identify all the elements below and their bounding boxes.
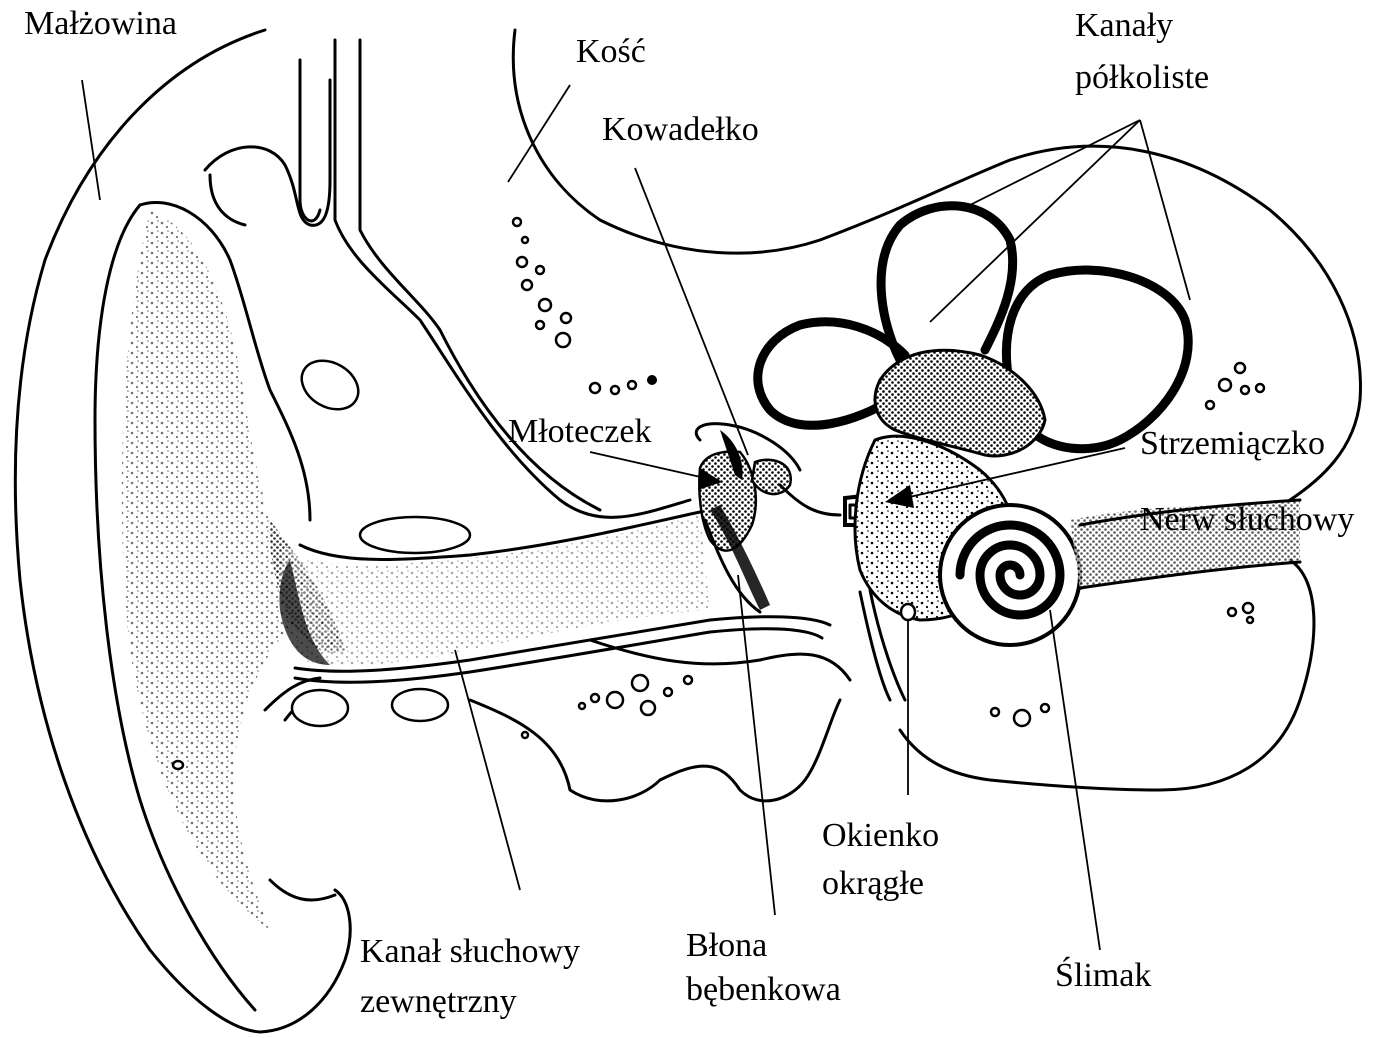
label-kanal-line1: Kanał słuchowy <box>360 930 580 974</box>
label-blona-line1: Błona <box>686 924 767 968</box>
label-kanaly-line1: Kanały <box>1075 4 1173 48</box>
leader-kanal-sluchowy <box>455 650 520 890</box>
label-kanaly-line2: półkoliste <box>1075 56 1209 100</box>
label-strzemiaczko: Strzemiączko <box>1140 422 1325 466</box>
semicircular-canals <box>758 206 1188 456</box>
pinna <box>15 30 350 1032</box>
leader-blona <box>738 575 775 915</box>
label-kanal-line2: zewnętrzny <box>360 980 517 1024</box>
leader-kanaly-1 <box>960 120 1140 210</box>
leader-kanaly-3 <box>1140 120 1190 300</box>
leader-slimak <box>1050 610 1100 950</box>
vestibule-cochlea <box>855 436 1300 700</box>
label-okienko-line2: okrągłe <box>822 862 924 906</box>
label-mloteczek: Młoteczek <box>508 410 652 454</box>
leader-kowadelko <box>635 168 748 455</box>
label-malzowina: Małżowina <box>24 2 177 46</box>
ossicles <box>696 424 872 612</box>
label-kowadelko: Kowadełko <box>602 108 759 152</box>
label-slimak: Ślimak <box>1055 954 1151 998</box>
leader-kanaly-2 <box>930 120 1140 322</box>
label-kosc: Kość <box>576 30 646 74</box>
leader-mloteczek <box>590 452 705 478</box>
leader-malzowina <box>82 80 100 200</box>
bone-regions <box>292 30 1360 801</box>
label-blona-line2: bębenkowa <box>686 968 841 1012</box>
label-nerw: Nerw słuchowy <box>1140 498 1354 542</box>
label-okienko-line1: Okienko <box>822 814 939 858</box>
